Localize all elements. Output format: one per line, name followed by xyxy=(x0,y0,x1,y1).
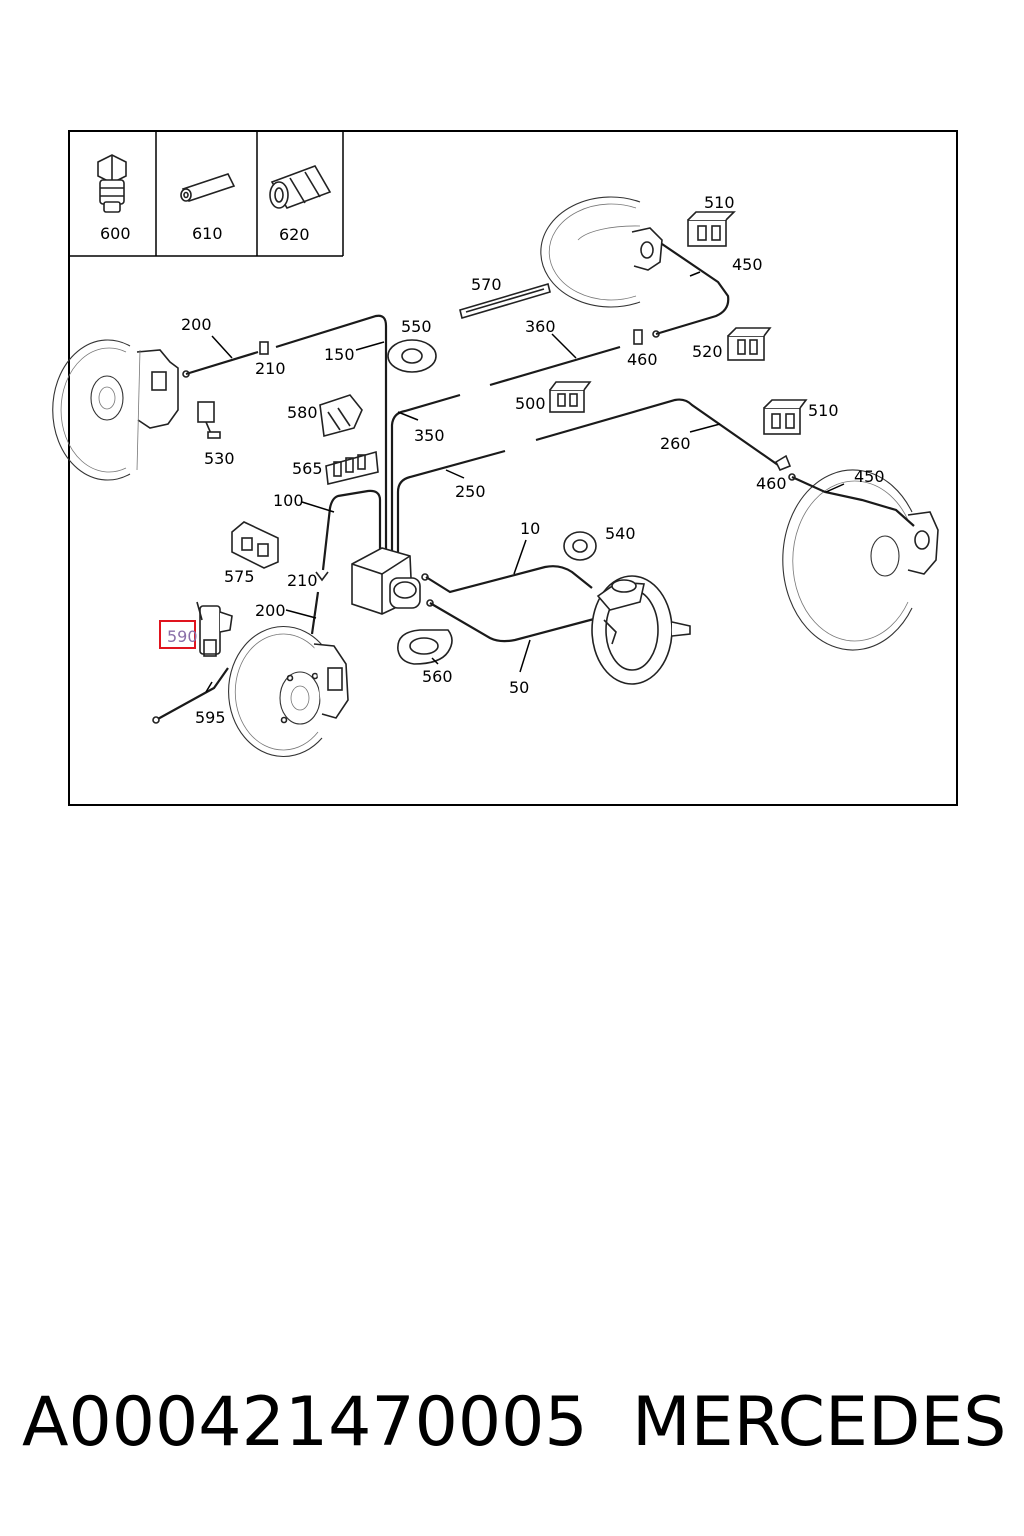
label-510-top: 510 xyxy=(704,193,735,212)
cable-tie-595 xyxy=(152,667,229,724)
label-530: 530 xyxy=(204,449,235,468)
clip-rail-570 xyxy=(459,282,551,320)
inset-label-620: 620 xyxy=(279,225,310,244)
label-460-top: 460 xyxy=(627,350,658,369)
label-560: 560 xyxy=(422,667,453,686)
hex-sleeve-620-icon xyxy=(269,165,332,209)
label-450-right: 450 xyxy=(854,467,885,486)
brake-lines xyxy=(182,243,915,643)
part-labels: 200 210 150 550 570 360 460 510 450 520 … xyxy=(181,193,885,727)
label-200-bottom: 200 xyxy=(255,601,286,620)
inset-label-600: 600 xyxy=(100,224,131,243)
label-260: 260 xyxy=(660,434,691,453)
grommet-560 xyxy=(397,629,453,665)
sensor-590 xyxy=(196,601,233,657)
diagram-frame xyxy=(68,130,958,806)
rear-right-brake-disc xyxy=(540,196,663,308)
label-590: 590 xyxy=(167,627,198,646)
clip-500 xyxy=(549,381,592,413)
highlight-box xyxy=(159,620,196,649)
clip-565 xyxy=(325,450,379,485)
fitting-600-icon xyxy=(97,154,127,213)
label-50: 50 xyxy=(509,678,529,697)
cap-540 xyxy=(563,531,597,561)
clip-510-right xyxy=(763,399,808,435)
clip-520 xyxy=(727,327,772,361)
front-right-brake-disc xyxy=(228,626,349,757)
brake-booster xyxy=(591,575,691,685)
highlighted-part-590[interactable]: 590 xyxy=(159,620,198,649)
label-210-bottom: 210 xyxy=(287,571,318,590)
clip-580 xyxy=(319,394,363,438)
brand-name: MERCEDES xyxy=(632,1383,1007,1462)
leader-lines xyxy=(205,271,845,693)
inset-label-610: 610 xyxy=(192,224,223,243)
label-200-top: 200 xyxy=(181,315,212,334)
label-575: 575 xyxy=(224,567,255,586)
front-left-brake-disc xyxy=(52,339,179,481)
label-595: 595 xyxy=(195,708,226,727)
sensor-530 xyxy=(197,401,221,439)
label-570: 570 xyxy=(471,275,502,294)
label-510-right: 510 xyxy=(808,401,839,420)
label-520: 520 xyxy=(692,342,723,361)
label-100: 100 xyxy=(273,491,304,510)
label-350: 350 xyxy=(414,426,445,445)
part-number: A000421470005 xyxy=(22,1383,588,1462)
label-550: 550 xyxy=(401,317,432,336)
sleeve-610-icon xyxy=(180,173,236,202)
label-360: 360 xyxy=(525,317,556,336)
clip-510-top xyxy=(687,211,736,247)
pipe-fittings xyxy=(259,329,796,607)
bracket-575 xyxy=(231,521,279,569)
label-210-top: 210 xyxy=(255,359,286,378)
inset-panel xyxy=(69,131,344,257)
label-580: 580 xyxy=(287,403,318,422)
label-250: 250 xyxy=(455,482,486,501)
label-540: 540 xyxy=(605,524,636,543)
abs-hydraulic-unit xyxy=(351,547,421,615)
label-565: 565 xyxy=(292,459,323,478)
label-450-top: 450 xyxy=(732,255,763,274)
grommet-550 xyxy=(387,339,437,373)
label-460-right: 460 xyxy=(756,474,787,493)
label-150: 150 xyxy=(324,345,355,364)
label-500: 500 xyxy=(515,394,546,413)
caption-bar: A000421470005 MERCEDES xyxy=(22,1378,1012,1468)
rear-left-brake-disc xyxy=(782,469,939,651)
label-10: 10 xyxy=(520,519,540,538)
